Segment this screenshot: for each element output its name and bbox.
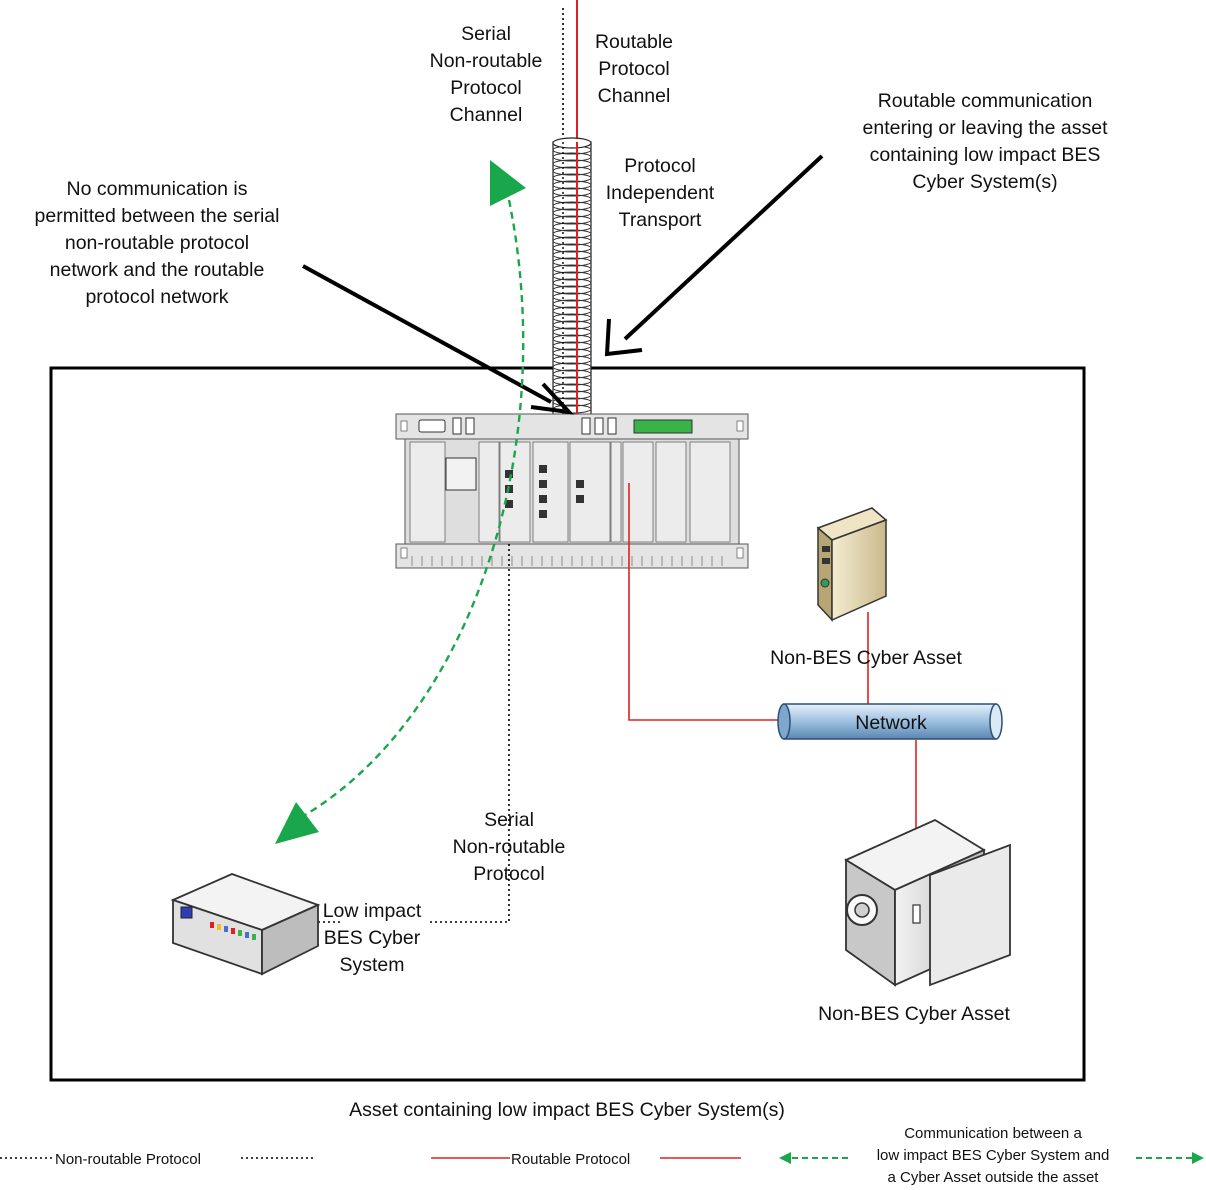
text-line: Low impact [323, 900, 422, 922]
asset-caption: Asset containing low impact BES Cyber Sy… [349, 1099, 785, 1121]
comm-arrowhead-top [490, 160, 526, 206]
camera-label: Non-BES Cyber Asset [818, 1003, 1010, 1025]
text-line: containing low impact BES [870, 144, 1101, 166]
routable-communication-note: Routable communication entering or leavin… [863, 90, 1109, 193]
text-line: Transport [619, 209, 702, 231]
text-line: Non-routable [453, 836, 566, 858]
text-line: System [339, 954, 404, 976]
text-line: non-routable protocol [65, 232, 249, 254]
pointer-arrow-no-comm [302, 264, 575, 415]
legend-communication-label: Communication between a low impact BES Cy… [877, 1125, 1110, 1186]
text-line: a Cyber Asset outside the asset [888, 1169, 1100, 1186]
server-label: Non-BES Cyber Asset [770, 647, 962, 669]
camera-icon [844, 818, 1011, 987]
text-line: low impact BES Cyber System and [877, 1147, 1110, 1164]
legend-comm-arrowhead-right [1192, 1152, 1204, 1164]
text-line: Serial [484, 809, 534, 831]
text-line: Routable [595, 31, 673, 53]
legend-routable-label: Routable Protocol [511, 1151, 630, 1168]
text-line: Cyber System(s) [912, 171, 1057, 193]
text-line: Channel [598, 85, 671, 107]
text-line: Routable communication [878, 90, 1093, 112]
text-line: Protocol [624, 155, 696, 177]
no-communication-note: No communication is permitted between the… [35, 178, 280, 308]
comm-arrow-curve [299, 199, 525, 820]
text-line: Non-routable [430, 50, 543, 72]
rack-device [395, 413, 749, 569]
text-line: No communication is [67, 178, 248, 200]
transport-coil [552, 137, 592, 419]
text-line: permitted between the serial [35, 205, 280, 227]
text-line: Protocol [450, 77, 522, 99]
network-pipe [777, 703, 1003, 740]
text-line: protocol network [85, 286, 228, 308]
text-line: Channel [450, 104, 523, 126]
text-line: Protocol [473, 863, 545, 885]
legend-non-routable-label: Non-routable Protocol [55, 1151, 201, 1168]
text-line: BES Cyber [324, 927, 421, 949]
text-line: network and the routable [50, 259, 265, 281]
server-icon [816, 507, 888, 622]
legend: Non-routable Protocol Routable Protocol … [0, 1125, 1204, 1186]
network-label: Network [855, 712, 927, 734]
pointer-arrow-routable-comm [604, 154, 824, 357]
legend-comm-arrowhead-left [779, 1152, 791, 1164]
routable-link-rack-network [628, 544, 784, 721]
serial-link [430, 544, 510, 923]
text-line: Protocol [598, 58, 670, 80]
text-line: Serial [461, 23, 511, 45]
text-line: Independent [606, 182, 715, 204]
low-impact-device-icon [170, 873, 321, 976]
comm-arrowhead-bottom [275, 802, 319, 844]
text-line: Communication between a [904, 1125, 1082, 1142]
text-line: entering or leaving the asset [863, 117, 1109, 139]
